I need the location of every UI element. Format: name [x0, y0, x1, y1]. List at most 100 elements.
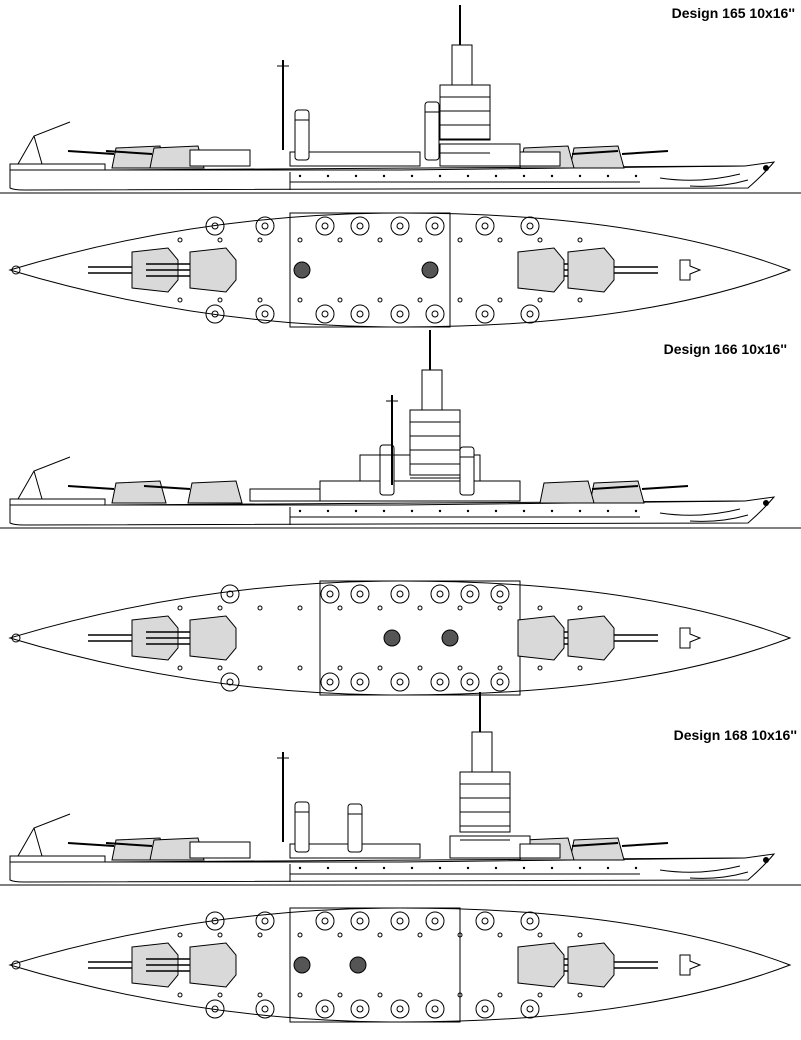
deck-fitting: [417, 297, 423, 303]
deck-fitting: [377, 605, 383, 611]
mount-center: [211, 917, 219, 925]
deck-fitting: [377, 237, 383, 243]
mount-center: [466, 678, 474, 686]
deck-fitting: [457, 665, 463, 671]
deck-fitting: [297, 605, 303, 611]
secondary-mount: [520, 216, 540, 236]
mount-center: [321, 310, 329, 318]
deck-fitting: [577, 237, 583, 243]
secondary-mount: [475, 304, 495, 324]
mount-center: [356, 917, 364, 925]
porthole: [550, 174, 554, 178]
deck-fitting: [497, 297, 503, 303]
superstructure-block: [439, 143, 521, 167]
mount-center: [356, 590, 364, 598]
mount-center: [326, 590, 334, 598]
porthole: [410, 174, 414, 178]
superstructure-block: [189, 841, 251, 859]
porthole: [494, 509, 498, 513]
deck-outline: [8, 212, 792, 328]
deck-fitting: [297, 992, 303, 998]
superstructure-block: [519, 151, 561, 167]
deck-fitting: [577, 992, 583, 998]
secondary-mount: [520, 304, 540, 324]
mount-center: [321, 1005, 329, 1013]
secondary-mount: [425, 911, 445, 931]
secondary-mount: [255, 216, 275, 236]
mount-center: [261, 1005, 269, 1013]
superstructure-block: [249, 488, 321, 502]
secondary-mount: [350, 304, 370, 324]
mount-center: [396, 678, 404, 686]
porthole: [438, 174, 442, 178]
secondary-mount: [425, 999, 445, 1019]
porthole: [382, 509, 386, 513]
deck-fitting: [417, 237, 423, 243]
design-168-title: Design 168 10x16'': [673, 727, 797, 743]
porthole: [382, 866, 386, 870]
deck-fitting: [537, 932, 543, 938]
deck-fitting: [337, 297, 343, 303]
porthole: [466, 866, 470, 870]
mount-center: [396, 222, 404, 230]
porthole: [578, 509, 582, 513]
secondary-mount: [425, 216, 445, 236]
deck-fitting: [257, 932, 263, 938]
design-166-title: Design 166 10x16'': [663, 341, 787, 357]
mount-center: [226, 678, 234, 686]
secondary-mount: [350, 584, 370, 604]
main-turret-plan: [146, 615, 237, 661]
secondary-mount: [205, 911, 225, 931]
design-165-title: Design 165 10x16'': [671, 5, 795, 21]
turret-top: [517, 615, 565, 661]
mount-center: [396, 917, 404, 925]
secondary-mount: [390, 216, 410, 236]
gun-barrel: [67, 842, 115, 847]
bow-sheer-line: [659, 173, 741, 181]
gun-barrel: [67, 150, 115, 155]
mount-center: [496, 678, 504, 686]
porthole: [326, 509, 330, 513]
turret-housing: [111, 480, 167, 504]
anchor: [763, 500, 769, 506]
deck-fitting: [537, 605, 543, 611]
deck-fitting: [177, 605, 183, 611]
deck-fitting: [497, 605, 503, 611]
stern-fitting: [11, 633, 21, 643]
superstructure-block: [289, 151, 421, 167]
bow-curve: [689, 871, 749, 879]
main-turret-plan: [567, 247, 658, 293]
secondary-mount: [315, 304, 335, 324]
mount-center: [481, 1005, 489, 1013]
funnel-plan: [421, 261, 439, 279]
secondary-mount: [490, 672, 510, 692]
porthole: [354, 866, 358, 870]
porthole: [494, 174, 498, 178]
gun-barrel: [621, 842, 669, 847]
mount-center: [356, 1005, 364, 1013]
conning-tower: [439, 84, 491, 141]
porthole: [606, 509, 610, 513]
mount-center: [321, 222, 329, 230]
mount-center: [396, 310, 404, 318]
deck-fitting: [537, 297, 543, 303]
deck-fitting: [537, 237, 543, 243]
secondary-mount: [255, 304, 275, 324]
deck-fitting: [537, 992, 543, 998]
porthole: [522, 174, 526, 178]
porthole: [410, 509, 414, 513]
superstructure-plan: [289, 212, 451, 328]
capstan: [679, 259, 702, 281]
deck-fitting: [457, 932, 463, 938]
porthole: [298, 866, 302, 870]
gun-barrel: [571, 842, 619, 847]
aircraft-crane: [17, 456, 71, 500]
stern-fitting: [11, 265, 21, 275]
gun-barrel: [591, 485, 639, 490]
porthole: [382, 174, 386, 178]
deck-fitting: [457, 297, 463, 303]
turret-housing: [589, 480, 645, 504]
turret-housing: [187, 480, 243, 504]
secondary-mount: [390, 672, 410, 692]
secondary-mount: [430, 584, 450, 604]
